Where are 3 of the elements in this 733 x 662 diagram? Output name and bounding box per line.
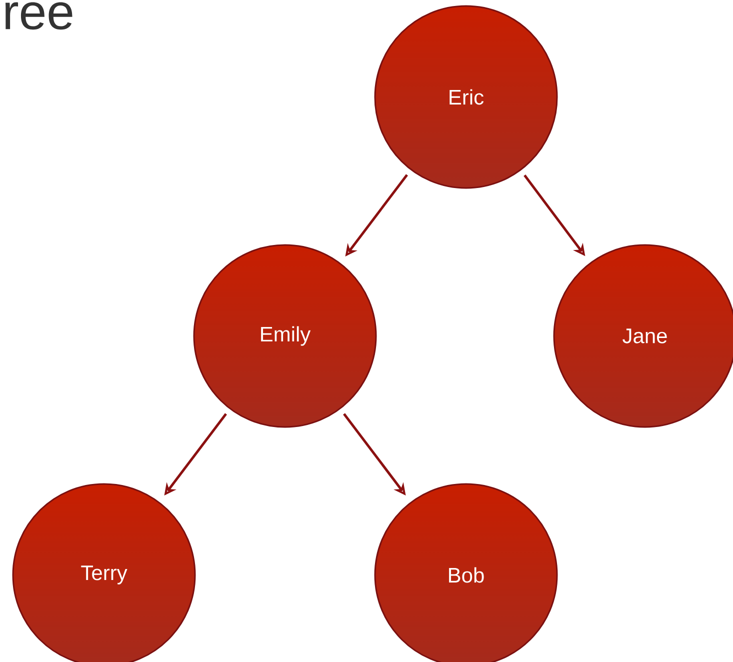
circle-node: Eric xyxy=(374,5,558,189)
circle-node: Emily xyxy=(193,244,377,428)
title: ree xyxy=(6,2,72,30)
